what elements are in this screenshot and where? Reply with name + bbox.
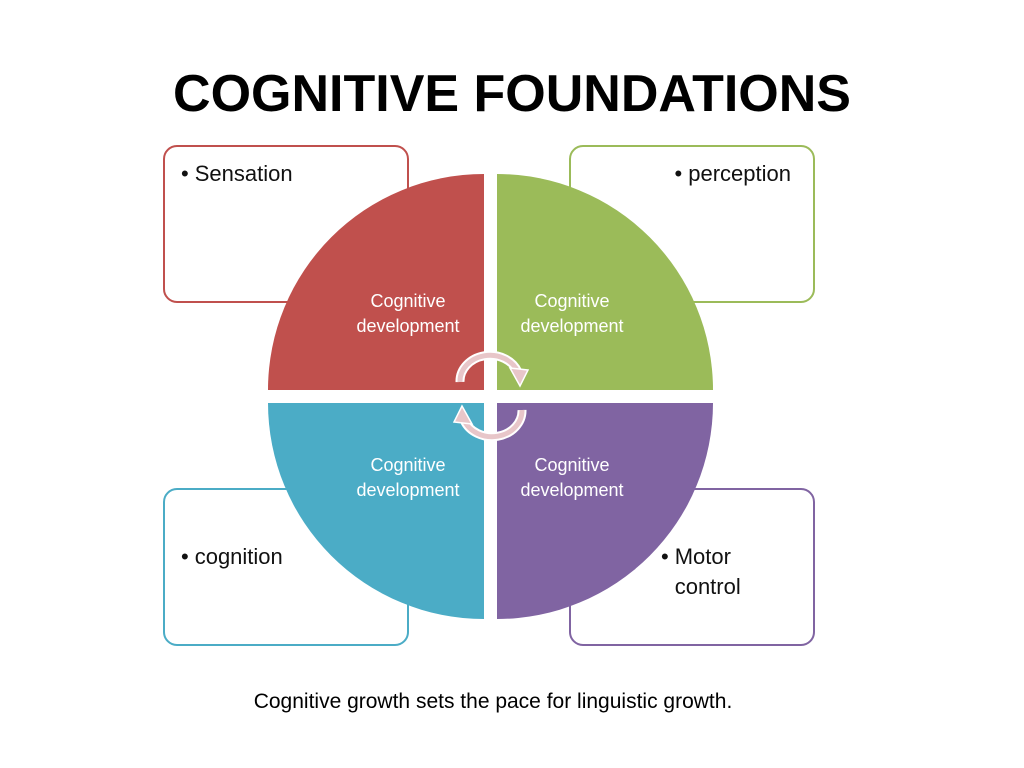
cycle-arrows-icon <box>452 350 530 442</box>
box-sensation-text: •Sensation <box>181 161 293 186</box>
quadrant-top-left <box>268 174 484 390</box>
box-perception-text: •perception <box>674 161 791 186</box>
caption: Cognitive growth sets the pace for lingu… <box>253 690 733 713</box>
quadrant-bottom-left <box>268 403 484 619</box>
quadrant-top-right <box>497 174 713 390</box>
page-title: COGNITIVE FOUNDATIONS <box>173 65 851 123</box>
box-cognition-text: •cognition <box>181 544 283 569</box>
quadrant-bottom-right <box>497 403 713 619</box>
